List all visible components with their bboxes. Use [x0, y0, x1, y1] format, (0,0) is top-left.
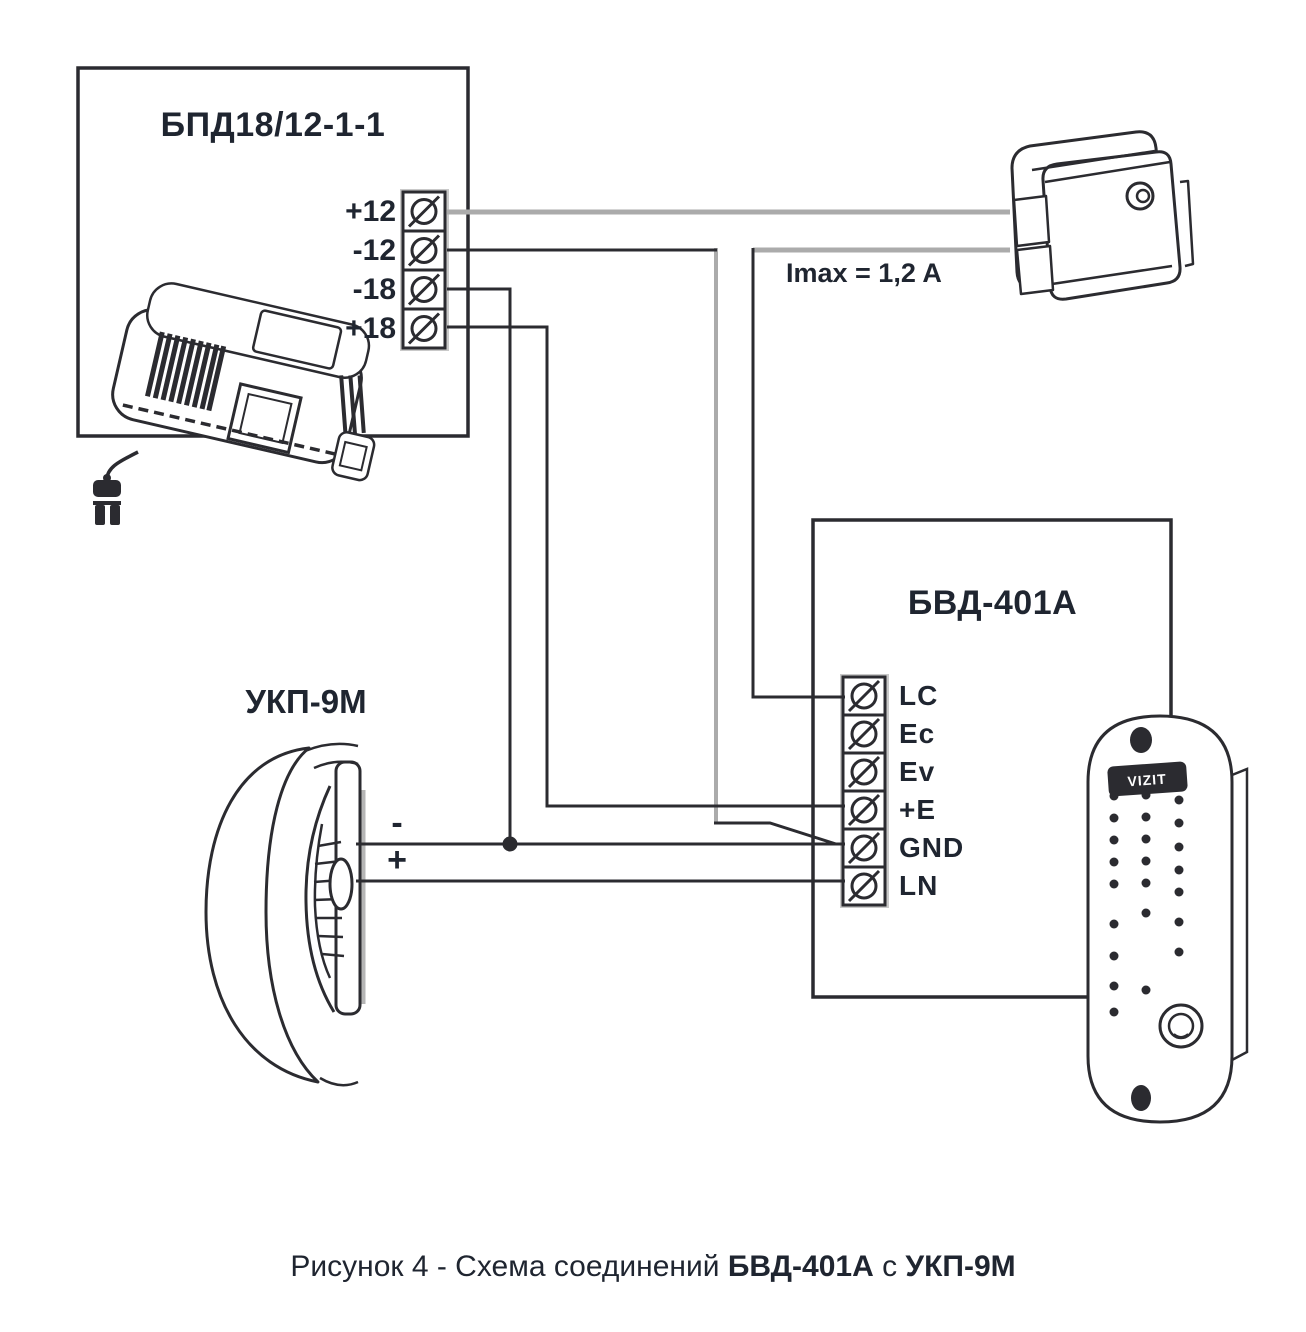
caption-regular-2: с	[873, 1250, 906, 1283]
power-cord	[105, 450, 139, 482]
psu-terminal-label-plus18: +18	[345, 312, 396, 345]
wire-minus18	[447, 287, 512, 844]
door-panel-drawing: VIZIT	[1086, 714, 1249, 1124]
handset-drawing	[204, 742, 366, 1087]
power-supply-drawing	[93, 282, 376, 525]
wire-lock-to-lc	[751, 248, 845, 699]
wire-minus12-to-gnd	[714, 821, 845, 846]
svg-text:VIZIT: VIZIT	[1127, 771, 1167, 790]
figure-caption: Рисунок 4 - Схема соединений БВД-401А с …	[0, 1250, 1306, 1284]
caption-regular-1: Рисунок 4 - Схема соединений	[290, 1250, 728, 1283]
psu-terminal-block	[400, 189, 449, 351]
bvd-terminal-block	[840, 674, 889, 908]
bvd-terminal-label-ln: LN	[899, 870, 939, 901]
panel-speaker-icon	[1130, 727, 1152, 753]
handset-plus-label: +	[387, 841, 407, 879]
wire-junction-dot	[502, 836, 518, 852]
caption-bold-1: БВД-401А	[727, 1250, 874, 1283]
bvd-terminal-label-plusE: +E	[899, 794, 937, 825]
bvd-box-title: БВД-401А	[907, 584, 1078, 622]
psu-box-title: БПД18/12-1-1	[160, 106, 386, 144]
wire-plus18-to-plusE	[447, 325, 845, 808]
vizit-logo: VIZIT	[1107, 761, 1188, 797]
panel-led-holes	[1109, 790, 1184, 1017]
handset-minus-label: -	[391, 804, 403, 842]
psu-terminal-label-minus18: -18	[352, 273, 396, 306]
lock-imax-label: Imax = 1,2 A	[786, 258, 942, 288]
psu-terminal-label-minus12: -12	[352, 234, 396, 267]
psu-terminal-label-plus12: +12	[345, 195, 396, 228]
bvd-terminal-label-lc: LC	[899, 680, 939, 711]
lock-drawing	[1010, 130, 1195, 301]
power-plug-icon	[93, 474, 121, 525]
bvd-terminal-label-ev: Ev	[899, 756, 936, 787]
handset-title: УКП-9М	[245, 683, 367, 720]
bvd-terminal-label-gnd: GND	[899, 832, 965, 863]
bvd-terminal-label-ec: Ec	[899, 718, 936, 749]
wires	[356, 209, 1010, 883]
caption-bold-2: УКП-9М	[905, 1250, 1016, 1283]
